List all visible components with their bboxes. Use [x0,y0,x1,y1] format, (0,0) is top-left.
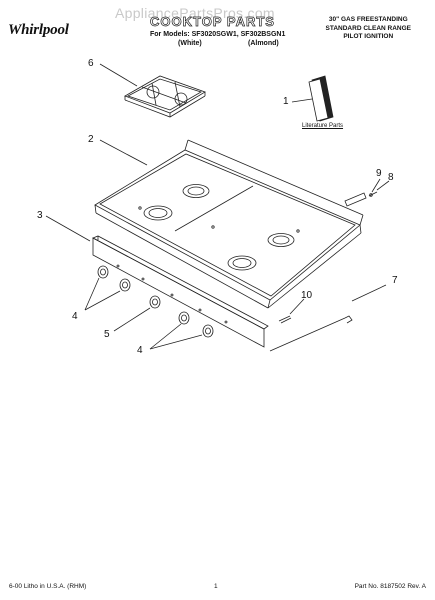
callout-9: 9 [376,168,382,179]
callout-8: 8 [388,172,394,183]
model-info: For Models: SF3020SGW1, SF302BSGN1 (Whit… [150,30,300,50]
control-panel-part [92,235,269,348]
bracket-part [344,191,378,207]
range-description: 30" GAS FREESTANDING STANDARD CLEAN RANG… [326,16,411,42]
screw-part [278,315,292,324]
callout-4-upper: 4 [72,311,78,322]
callout-4-lower: 4 [137,345,143,356]
literature-part [308,75,334,122]
callout-5: 5 [104,329,110,340]
leader-lines [45,63,390,350]
page-title: COOKTOP PARTS [150,14,275,30]
footer-part-number: Part No. 8187502 Rev. A [354,583,426,590]
rod-part [269,315,353,352]
range-line-1: 30" GAS FREESTANDING [328,16,408,23]
models-line: For Models: SF3020SGW1, SF302BSGN1 [150,31,286,38]
callout-6: 6 [88,58,94,69]
footer-litho: 6-00 Litho in U.S.A. (RHM) [9,583,87,590]
whirlpool-logo: Whirlpool [8,22,69,38]
callout-7: 7 [392,275,398,286]
knobs [97,264,228,338]
range-line-2: STANDARD CLEAN RANGE [325,24,411,32]
watermark: AppliancePartsPros.com [115,5,275,21]
grate-part [124,75,206,118]
cooktop-part [94,139,364,309]
callout-3: 3 [37,210,43,221]
models-white: (White) [178,40,202,47]
callout-10: 10 [301,290,313,301]
range-line-3: PILOT IGNITION [343,33,394,40]
models-almond: (Almond) [248,40,279,47]
callout-2: 2 [88,134,94,145]
callout-1: 1 [283,96,289,107]
literature-parts-label: Literature Parts [302,123,344,129]
footer-page-number: 1 [214,583,218,590]
